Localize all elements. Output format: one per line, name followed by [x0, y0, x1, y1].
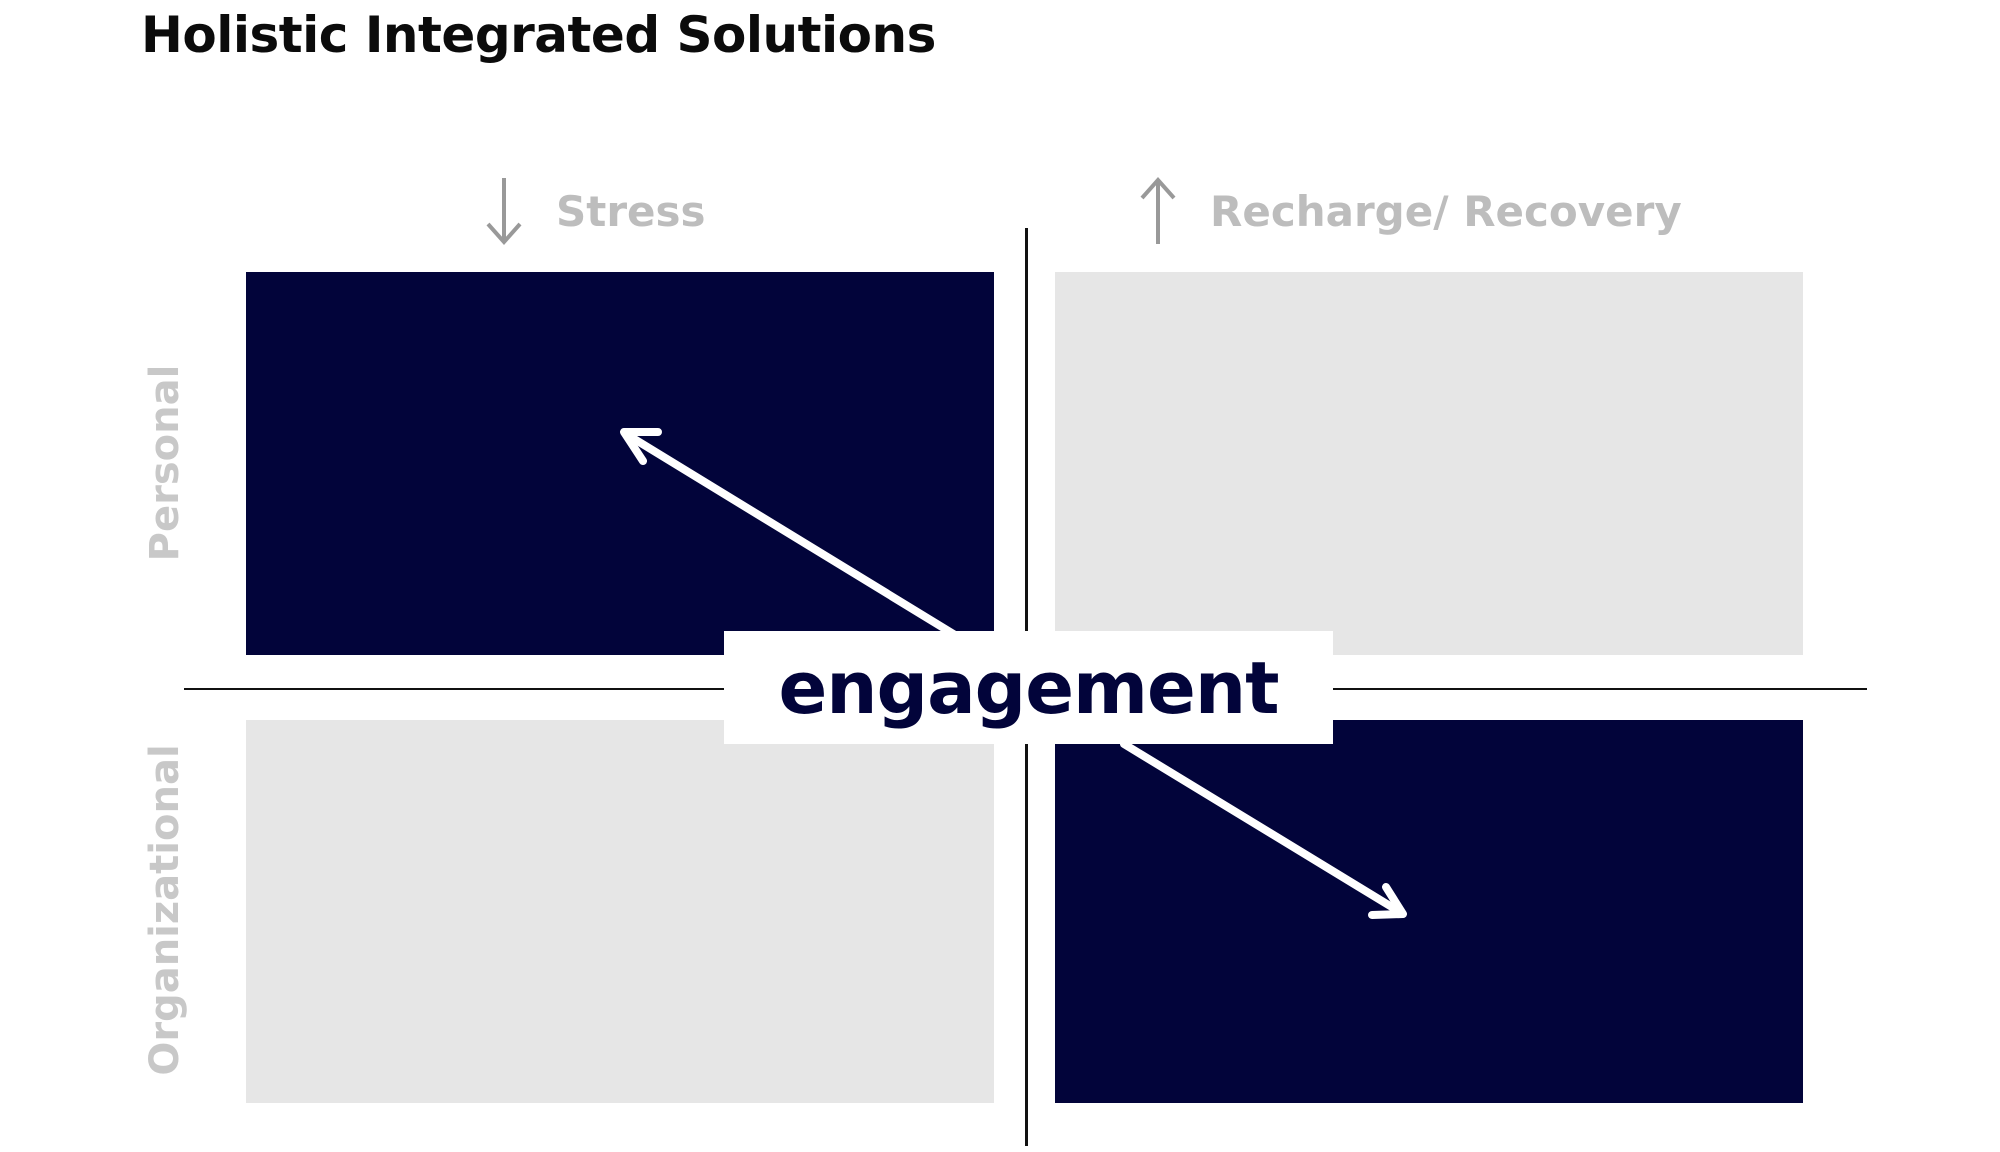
quadrant-organizational-recovery: [1055, 720, 1803, 1103]
quadrant-organizational-stress: [246, 720, 994, 1103]
column-header-recovery: Recharge/ Recovery: [1138, 176, 1682, 246]
arrow-lower-right-icon: [1120, 740, 1407, 919]
column-header-stress: Stress: [484, 176, 706, 246]
engagement-label-box: engagement: [724, 631, 1333, 744]
arrow-down-icon: [486, 178, 522, 246]
column-header-label: Recharge/ Recovery: [1210, 186, 1682, 236]
quadrant-personal-stress: [246, 272, 994, 655]
page-title: Holistic Integrated Solutions: [141, 6, 936, 64]
engagement-label: engagement: [778, 645, 1279, 730]
arrow-up-icon: [1140, 176, 1176, 244]
column-header-label: Stress: [556, 186, 706, 236]
quadrant-personal-recovery: [1055, 272, 1803, 655]
arrow-upper-left-icon: [620, 428, 964, 642]
